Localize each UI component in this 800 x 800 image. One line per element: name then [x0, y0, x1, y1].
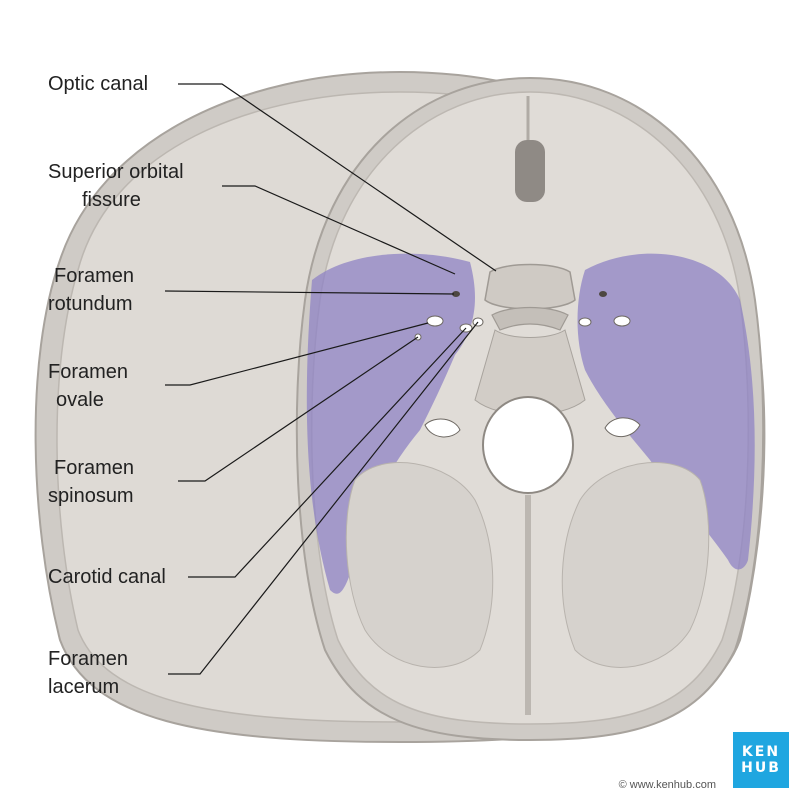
- leader-lines: [164, 83, 497, 675]
- logo-text-bottom: HUB: [741, 760, 781, 776]
- foramen-magnum: [482, 396, 574, 494]
- label-carotid-canal-text: Carotid canal: [48, 566, 166, 588]
- label-lacerum-line2: lacerum: [48, 676, 120, 698]
- leader-foramen-ovale: [165, 322, 429, 386]
- leader-foramen-lacerum: [168, 321, 479, 675]
- kenhub-logo: KEN HUB: [733, 732, 789, 788]
- jugular-foramen-left: [424, 418, 461, 438]
- label-spinosum-line1: Foramen: [54, 457, 135, 479]
- label-superior-orbital-fissure: Superior orbital fissure: [48, 158, 184, 214]
- clivus: [474, 329, 586, 416]
- label-foramen-rotundum: Foramen rotundum: [48, 262, 134, 318]
- label-lacerum-line1: Foramen: [48, 648, 129, 670]
- foramen-ovale-right: [613, 315, 631, 327]
- label-foramen-ovale: Foramen ovale: [48, 358, 128, 414]
- label-foramen-spinosum: Foramen spinosum: [48, 454, 134, 510]
- leader-optic-canal: [178, 83, 497, 272]
- leader-carotid-canal: [188, 327, 467, 578]
- sella-turcica: [484, 263, 576, 310]
- posterior-fossa-right: [561, 462, 710, 668]
- copyright-credit: © www.kenhub.com: [618, 779, 716, 791]
- label-carotid-canal: Carotid canal: [48, 563, 166, 591]
- label-sof-line2: fissure: [82, 189, 141, 211]
- jugular-foramen-right: [604, 417, 641, 438]
- label-ovale-line2: ovale: [56, 389, 104, 411]
- label-spinosum-line2: spinosum: [48, 485, 134, 507]
- label-rotundum-line1: Foramen: [54, 265, 135, 287]
- label-foramen-lacerum: Foramen lacerum: [48, 645, 128, 701]
- label-ovale-line1: Foramen: [48, 361, 129, 383]
- leader-superior-orbital-fissure: [222, 185, 456, 275]
- foramen-rotundum-left: [452, 291, 460, 297]
- leader-foramen-spinosum: [178, 336, 419, 482]
- label-optic-canal: Optic canal: [48, 70, 148, 98]
- carotid-canal-right: [578, 317, 592, 327]
- label-sof-line1: Superior orbital: [48, 161, 184, 183]
- posterior-fossa-left: [345, 462, 494, 668]
- middle-fossa-right-highlight: [577, 253, 755, 570]
- dorsum-sellae: [491, 306, 569, 331]
- cribriform-plate: [515, 140, 545, 202]
- label-optic-canal-text: Optic canal: [48, 73, 149, 95]
- foramen-ovale-left: [426, 315, 444, 327]
- foramen-rotundum-right: [599, 291, 607, 297]
- label-rotundum-line2: rotundum: [48, 293, 133, 315]
- leader-foramen-rotundum: [164, 290, 455, 295]
- logo-text-top: KEN: [741, 744, 781, 760]
